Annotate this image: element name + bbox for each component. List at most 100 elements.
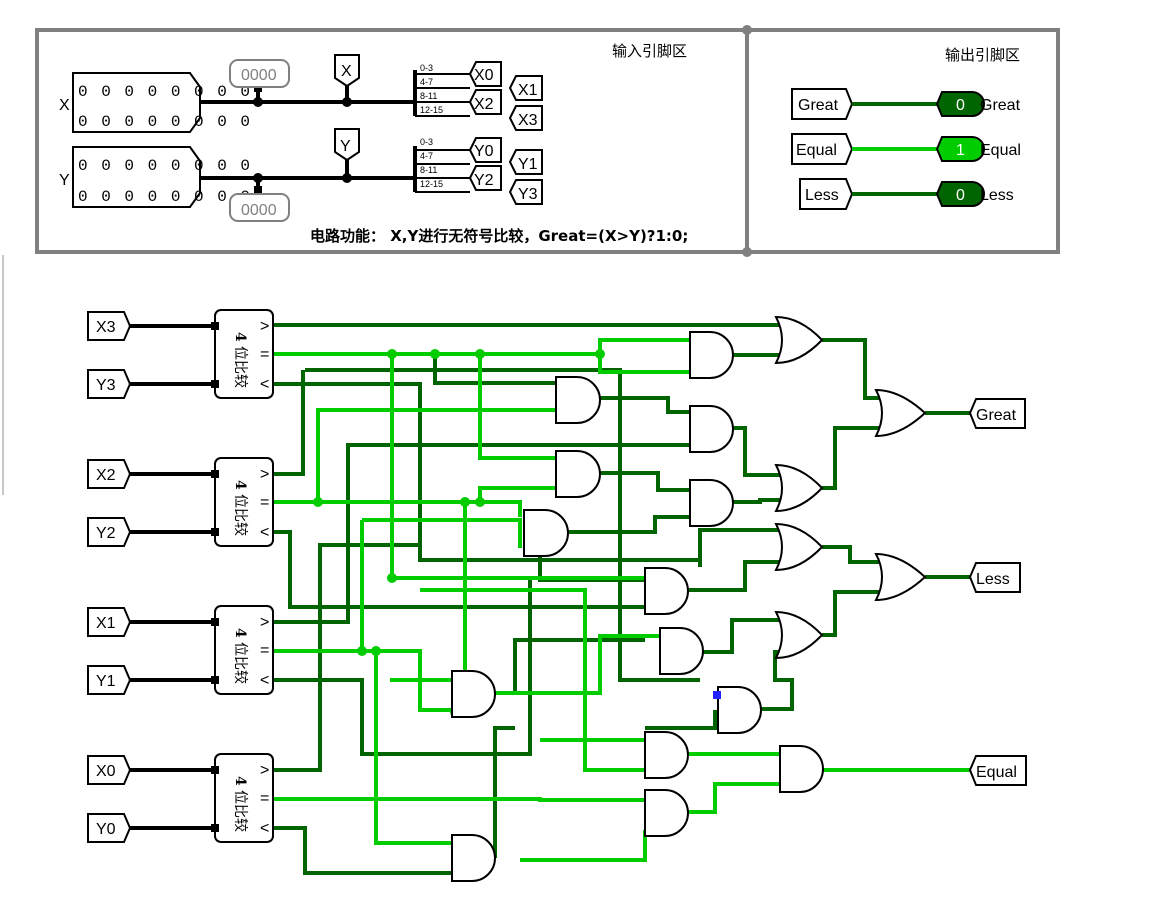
led-great-value: 0 (956, 97, 965, 114)
output-row-great: Great 0 Great (791, 88, 1021, 120)
and-gate[interactable] (689, 331, 734, 379)
split-range: 4-7 (420, 77, 433, 87)
input-pin-frame (35, 28, 749, 254)
comparator-3[interactable] (211, 309, 274, 399)
or-gate[interactable] (874, 552, 927, 602)
probe-x-value: 0000 (241, 67, 277, 84)
y-input-pin[interactable] (72, 146, 201, 208)
or-gate[interactable] (874, 388, 927, 438)
comparator-label-bold: 4 (232, 332, 248, 342)
y2-tunnel[interactable] (87, 517, 132, 547)
split-range: 12-15 (420, 105, 443, 115)
tunnel-great[interactable] (791, 88, 854, 120)
y3-tunnel[interactable] (87, 369, 132, 399)
y-pin-label: Y (59, 172, 70, 189)
junction-dot (342, 97, 352, 107)
output-equal-label: Equal (980, 142, 1021, 159)
tunnel-x[interactable] (334, 54, 360, 88)
x3-tunnel[interactable] (87, 311, 132, 341)
junction-dot (253, 173, 263, 183)
x2-tunnel[interactable] (87, 459, 132, 489)
x-bits-row1: 0 0 0 0 0 0 0 0 (78, 83, 252, 101)
and-gate[interactable] (523, 509, 569, 557)
or-gate[interactable] (774, 463, 824, 513)
tunnel-equal[interactable] (791, 133, 854, 165)
comparator-0[interactable] (211, 753, 274, 843)
probe-x[interactable] (229, 59, 290, 88)
port-eq: = (260, 494, 269, 511)
splitter-x[interactable] (405, 70, 470, 117)
port-lt: < (260, 820, 269, 837)
y1-tunnel[interactable] (87, 665, 132, 695)
port-lt: < (260, 524, 269, 541)
comparator-2[interactable] (211, 457, 274, 547)
and-gate[interactable] (717, 686, 762, 734)
split-range: 8-11 (420, 165, 437, 175)
output-less-label: Less (980, 187, 1014, 204)
comparator-label-bold: 4 (232, 776, 248, 786)
tunnel-x-label: X (341, 63, 352, 80)
and-gate[interactable] (555, 450, 601, 498)
port-gt: > (260, 466, 269, 483)
or-gate[interactable] (774, 315, 824, 365)
or-gate[interactable] (774, 522, 824, 572)
y0-tunnel[interactable] (87, 813, 132, 843)
or-gate[interactable] (774, 610, 824, 660)
comparator-1[interactable] (211, 605, 274, 695)
frame-handle[interactable] (742, 247, 752, 257)
x-input-pin[interactable] (72, 72, 201, 133)
tunnel-y2[interactable] (468, 165, 502, 191)
split-range: 12-15 (420, 179, 443, 189)
and-gate[interactable] (689, 479, 734, 527)
tunnel-y0[interactable] (468, 137, 502, 163)
output-row-less: Less 0 Less (799, 178, 1014, 210)
great-tunnel[interactable] (968, 398, 1026, 429)
and-gate[interactable] (659, 627, 704, 675)
tunnel-less[interactable] (799, 178, 854, 210)
tunnel-x1[interactable] (508, 75, 543, 101)
and-gate[interactable] (644, 731, 689, 779)
output-section-title: 输出引脚区 (945, 46, 1020, 64)
led-less-value: 0 (956, 187, 965, 204)
and-gate[interactable] (451, 670, 496, 718)
tunnel-y2-label: Y2 (474, 172, 494, 189)
and-gate[interactable] (644, 789, 689, 837)
equal-tunnel[interactable] (968, 755, 1027, 786)
y-bits-row2: 0 0 0 0 0 0 0 0 (78, 188, 252, 206)
input-section-title: 输入引脚区 (612, 42, 687, 60)
tunnel-x1-label: X1 (518, 82, 538, 99)
tunnel-x2-label: X2 (474, 96, 494, 113)
less-tunnel[interactable] (968, 562, 1021, 593)
y2-tunnel-label: Y2 (96, 525, 116, 542)
output-row-equal: Equal 1 Equal (791, 133, 1021, 165)
x1-tunnel[interactable] (87, 607, 132, 637)
and-gate[interactable] (689, 405, 734, 453)
selection-marker[interactable] (713, 691, 721, 699)
port-lt: < (260, 672, 269, 689)
tunnel-y1[interactable] (508, 149, 543, 175)
tunnel-great-label: Great (798, 97, 839, 114)
probe-y[interactable] (229, 193, 290, 222)
input-wires (124, 324, 215, 830)
tunnel-x3-label: X3 (518, 112, 538, 129)
y1-tunnel-label: Y1 (96, 673, 116, 690)
dark-wires (273, 323, 880, 875)
and-gate[interactable] (779, 745, 824, 793)
and-gate[interactable] (644, 567, 689, 615)
less-tunnel-label: Less (976, 571, 1010, 588)
frame-handle[interactable] (742, 25, 752, 35)
splitter-y[interactable] (405, 146, 470, 193)
tunnel-x0[interactable] (468, 61, 502, 87)
and-gate[interactable] (451, 834, 496, 882)
comparator-label-bold: 4 (232, 480, 248, 490)
port-eq: = (260, 642, 269, 659)
tunnel-y3[interactable] (508, 179, 543, 205)
and-gate[interactable] (555, 376, 601, 424)
tunnel-y3-label: Y3 (518, 186, 538, 203)
tunnel-x2[interactable] (468, 89, 502, 115)
comparator-label: 位比较 (232, 790, 248, 832)
tunnel-x3[interactable] (508, 105, 543, 131)
tunnel-y[interactable] (334, 128, 360, 162)
port-lt: < (260, 376, 269, 393)
x0-tunnel[interactable] (87, 755, 132, 785)
